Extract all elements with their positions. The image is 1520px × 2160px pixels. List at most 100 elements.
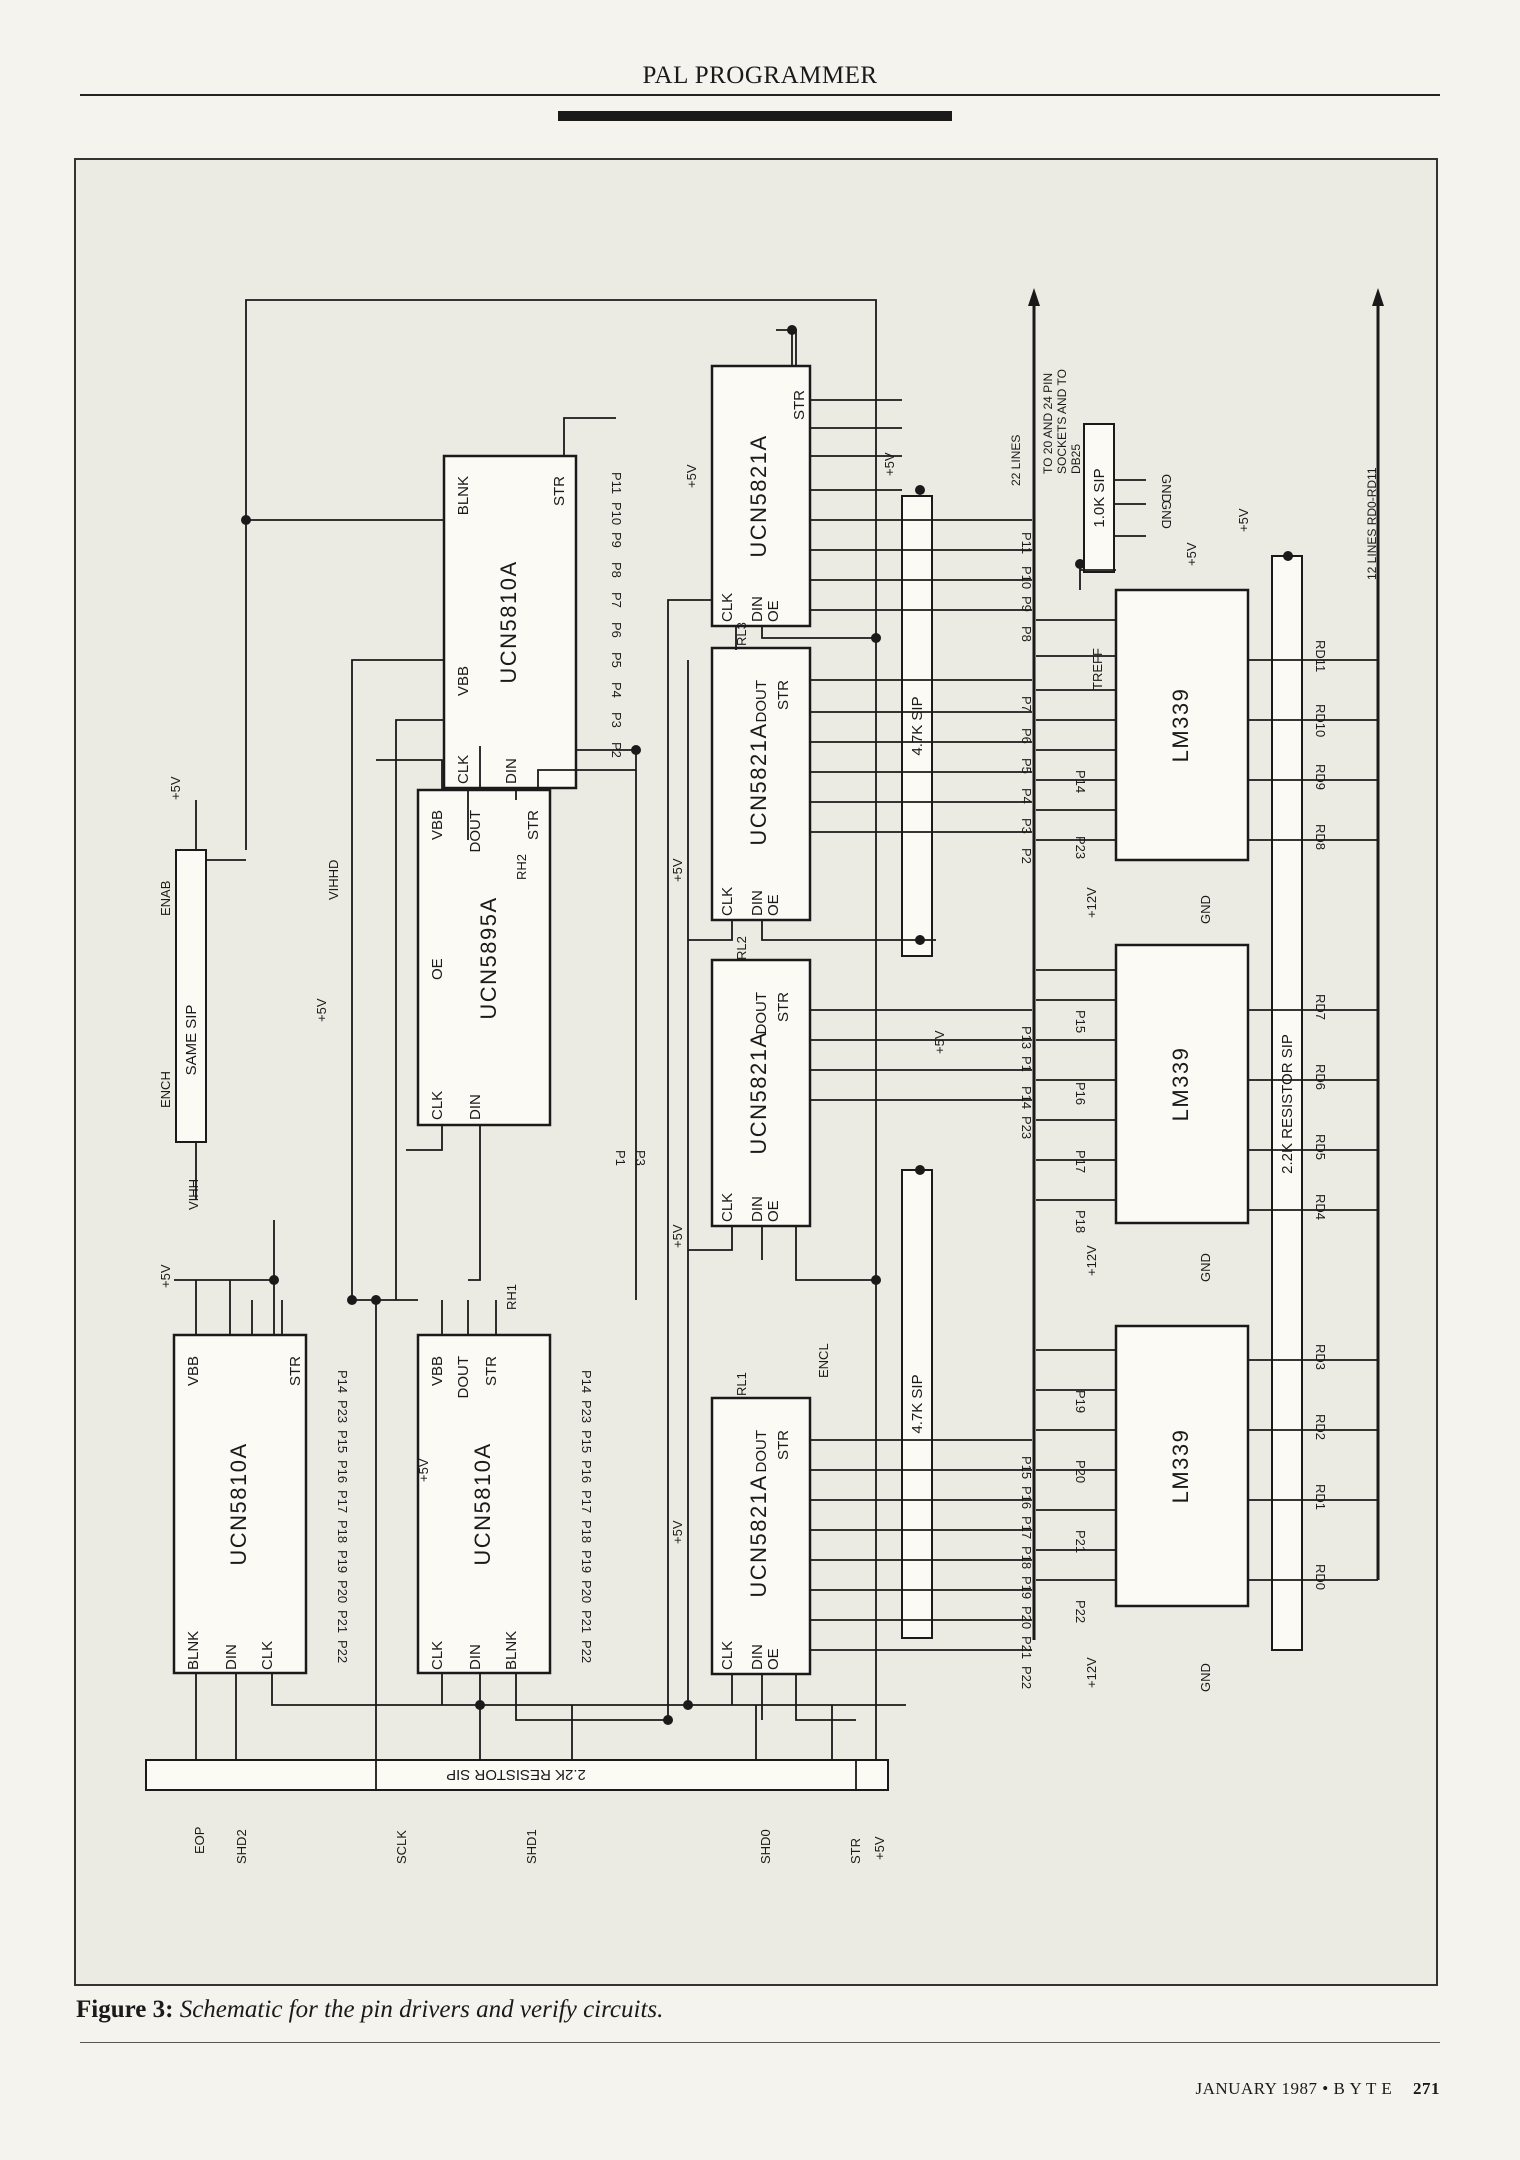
label-p19: P19: [579, 1550, 594, 1573]
label-plus5v: +5V: [1236, 508, 1251, 532]
label-p11: P11: [1019, 532, 1034, 554]
label-p15: P15: [335, 1430, 350, 1453]
pin-label-str: STR: [775, 680, 792, 710]
label-p14: P14: [1019, 1086, 1034, 1109]
sip-label: 1.0K SIP: [1091, 468, 1108, 527]
label-plus5v: +5V: [168, 776, 183, 800]
label-rd5: RD5: [1313, 1134, 1328, 1160]
label-plus5v: +5V: [684, 464, 699, 488]
comparator-input-labels: P14 P23 P15 P16 P17 P18 P19 P20 P21 P22: [1073, 770, 1088, 1623]
pin-label-din: DIN: [749, 596, 766, 622]
chip-lm339-2: LM339: [1114, 943, 1250, 1225]
label-plus12v: +12V: [1084, 1657, 1099, 1688]
signal-encl: ENCL: [816, 1343, 831, 1378]
sip-label: 2.2K RESISTOR SIP: [446, 1766, 586, 1783]
label-rd10: RD10: [1313, 704, 1328, 737]
sip-4-7k-upper: 4.7K SIP: [901, 495, 933, 957]
chip-ucn5810a-middle: UCN5810A VBB DOUT STR CLK DIN BLNK: [416, 1333, 552, 1675]
label-p23: P23: [1019, 1116, 1034, 1139]
pin-label-str: STR: [775, 992, 792, 1022]
pin-label-din: DIN: [749, 1644, 766, 1670]
chip-lm339-1: LM339: [1114, 588, 1250, 862]
pin-label-oe: OE: [765, 894, 782, 916]
chip-label: LM339: [1168, 688, 1193, 763]
label-p14: P14: [1073, 770, 1088, 793]
signal-shd0: SHD0: [758, 1829, 773, 1864]
signal-shd1: SHD1: [524, 1829, 539, 1864]
label-plus5v: +5V: [158, 1264, 173, 1288]
pin-label-dout: DOUT: [753, 992, 770, 1035]
pin-label-oe: OE: [765, 600, 782, 622]
u5895-out-p3: P3: [633, 1150, 648, 1166]
label-p17: P17: [579, 1490, 594, 1513]
pin-label-clk: CLK: [719, 593, 736, 622]
label-p10: P10: [609, 502, 624, 525]
sip-label: SAME SIP: [183, 1005, 200, 1076]
label-plus12v: +12V: [1084, 1245, 1099, 1276]
label-p5: P5: [1019, 758, 1034, 774]
header-rule: [80, 94, 1440, 96]
label-plus5v: +5V: [314, 998, 329, 1022]
pin-label-str: STR: [525, 810, 542, 840]
pin-label-din: DIN: [749, 1196, 766, 1222]
label-p14: P14: [579, 1370, 594, 1393]
signal-enab: ENAB: [158, 881, 173, 916]
label-p1: P1: [1019, 1056, 1034, 1072]
label-p8: P8: [609, 562, 624, 578]
label-p19: P19: [1019, 1576, 1034, 1599]
label-p17: P17: [1019, 1516, 1034, 1539]
pin-label-din: DIN: [467, 1644, 484, 1670]
label-p6: P6: [1019, 728, 1034, 744]
chip-label: UCN5821A: [746, 434, 771, 557]
bus-label-22: 22 LINES: [1009, 435, 1023, 486]
label-p18: P18: [579, 1520, 594, 1543]
resistor-sip-right: 2.2K RESISTOR SIP: [1271, 555, 1303, 1651]
pin-label-vbb: VBB: [455, 666, 472, 696]
label-plus5v: +5V: [882, 452, 897, 476]
pin-label-str: STR: [551, 476, 568, 506]
chip-lm339-3: LM339: [1114, 1324, 1250, 1608]
label-p3: P3: [1019, 818, 1034, 834]
label-p16: P16: [335, 1460, 350, 1483]
output-traces: [810, 399, 1032, 1651]
label-p21: P21: [335, 1610, 350, 1633]
label-plus5v: +5V: [1184, 542, 1199, 566]
label-p20: P20: [1073, 1460, 1088, 1483]
pin-label-str: STR: [287, 1356, 304, 1386]
pin-label-dout: DOUT: [467, 810, 484, 853]
label-rd2: RD2: [1313, 1414, 1328, 1440]
sip-label: 4.7K SIP: [909, 1374, 926, 1433]
u5810-upper-output-labels: P11 P10 P9 P8 P7 P6 P5 P4 P3 P2: [609, 472, 624, 758]
signal-sclk: SCLK: [394, 1830, 409, 1864]
label-p16: P16: [1019, 1486, 1034, 1509]
label-rd3: RD3: [1313, 1344, 1328, 1370]
signal-ench: ENCH: [158, 1071, 173, 1108]
signal-eop: EOP: [192, 1827, 207, 1854]
sip-4-7k-lower: 4.7K SIP: [901, 1169, 933, 1639]
chip-label: UCN5810A: [496, 560, 521, 683]
label-p23: P23: [579, 1400, 594, 1423]
comparator-traces: [1036, 479, 1378, 1581]
label-rd1: RD1: [1313, 1484, 1328, 1510]
label-p16: P16: [1073, 1082, 1088, 1105]
rd-labels: RD11 RD10 RD9 RD8 RD7 RD6 RD5 RD4 RD3 RD…: [1313, 640, 1328, 1590]
u5895-out-p1: P1: [613, 1150, 628, 1166]
pin-label-dout: DOUT: [455, 1356, 472, 1399]
label-rd4: RD4: [1313, 1194, 1328, 1220]
label-gnd: GND: [1159, 500, 1174, 529]
pin-label-blnk: BLNK: [185, 1631, 202, 1670]
label-p8: P8: [1019, 626, 1034, 642]
label-rd6: RD6: [1313, 1064, 1328, 1090]
label-plus5v: +5V: [670, 858, 685, 882]
chip-label: LM339: [1168, 1429, 1193, 1504]
chip-ucn5810a-left: UCN5810A VBB BLNK DIN CLK STR: [172, 1333, 308, 1675]
pin-label-vbb: VBB: [429, 810, 446, 840]
signal-rl2: RL2: [734, 936, 749, 960]
header-bar: [558, 111, 952, 121]
pin-label-clk: CLK: [455, 755, 472, 784]
p-line-labels-lower: P15 P16 P17 P18 P19 P20 P21 P22: [1019, 1456, 1034, 1689]
schematic-diagram: UCN5810A VBB BLNK DIN CLK STR UCN5810A V…: [145, 288, 1384, 1864]
resistor-sip-bottom: 2.2K RESISTOR SIP: [145, 1759, 889, 1791]
label-vihh: VIHH: [186, 1179, 201, 1210]
pin-label-blnk: BLNK: [503, 1631, 520, 1670]
